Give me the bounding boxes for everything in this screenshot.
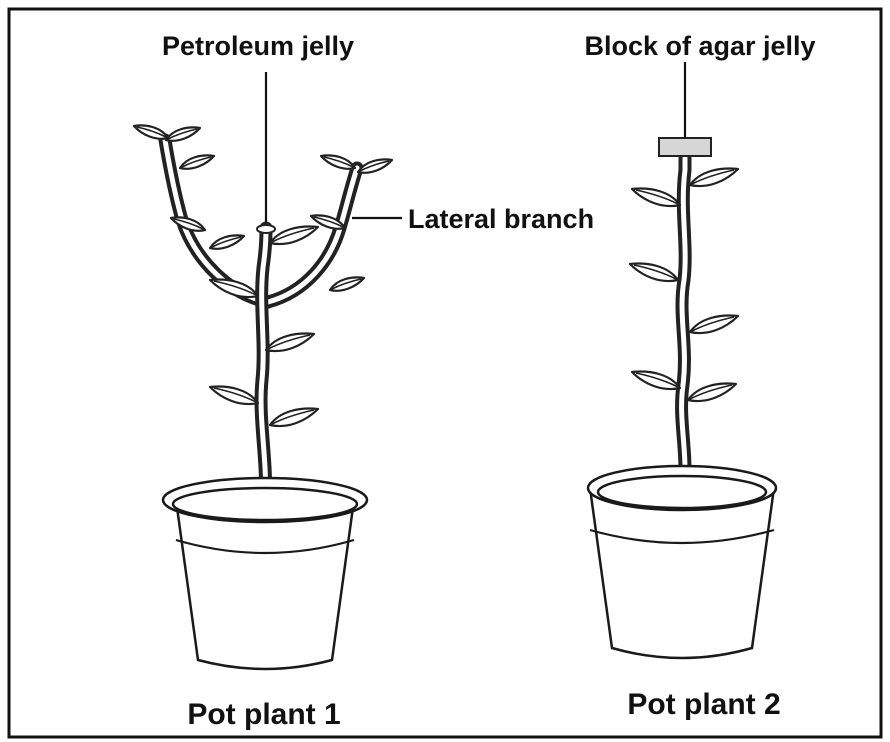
petroleum-jelly-cap (257, 225, 275, 233)
pot-1 (163, 478, 367, 669)
leaf (630, 264, 678, 282)
leaf (180, 155, 214, 168)
pot-plant-1 (134, 125, 392, 669)
leaf (632, 372, 680, 390)
label-lateral-branch: Lateral branch (408, 204, 594, 234)
leaf (321, 155, 355, 168)
leaf (266, 334, 314, 352)
leaf (270, 227, 318, 245)
leaf (632, 189, 680, 207)
leaf (171, 217, 205, 230)
leaf (690, 316, 738, 334)
leaf (134, 125, 168, 138)
leaf (166, 127, 200, 140)
main-stem-2 (682, 158, 686, 490)
label-block-of-agar-jelly: Block of agar jelly (584, 31, 815, 61)
leaf (210, 280, 258, 298)
agar-jelly-block (659, 138, 711, 156)
leaf (358, 159, 392, 172)
leaf (690, 169, 738, 187)
pot-2 (588, 466, 776, 658)
label-petroleum-jelly: Petroleum jelly (162, 31, 354, 61)
label-pot-plant-2: Pot plant 2 (627, 688, 780, 721)
leaf (688, 384, 736, 402)
pot-plant-2 (588, 138, 776, 658)
label-pot-plant-1: Pot plant 1 (187, 698, 340, 731)
leaf (210, 387, 258, 405)
leaf (330, 277, 364, 290)
leaf (210, 235, 244, 248)
main-stem-1 (261, 228, 266, 505)
leaf (270, 409, 318, 427)
